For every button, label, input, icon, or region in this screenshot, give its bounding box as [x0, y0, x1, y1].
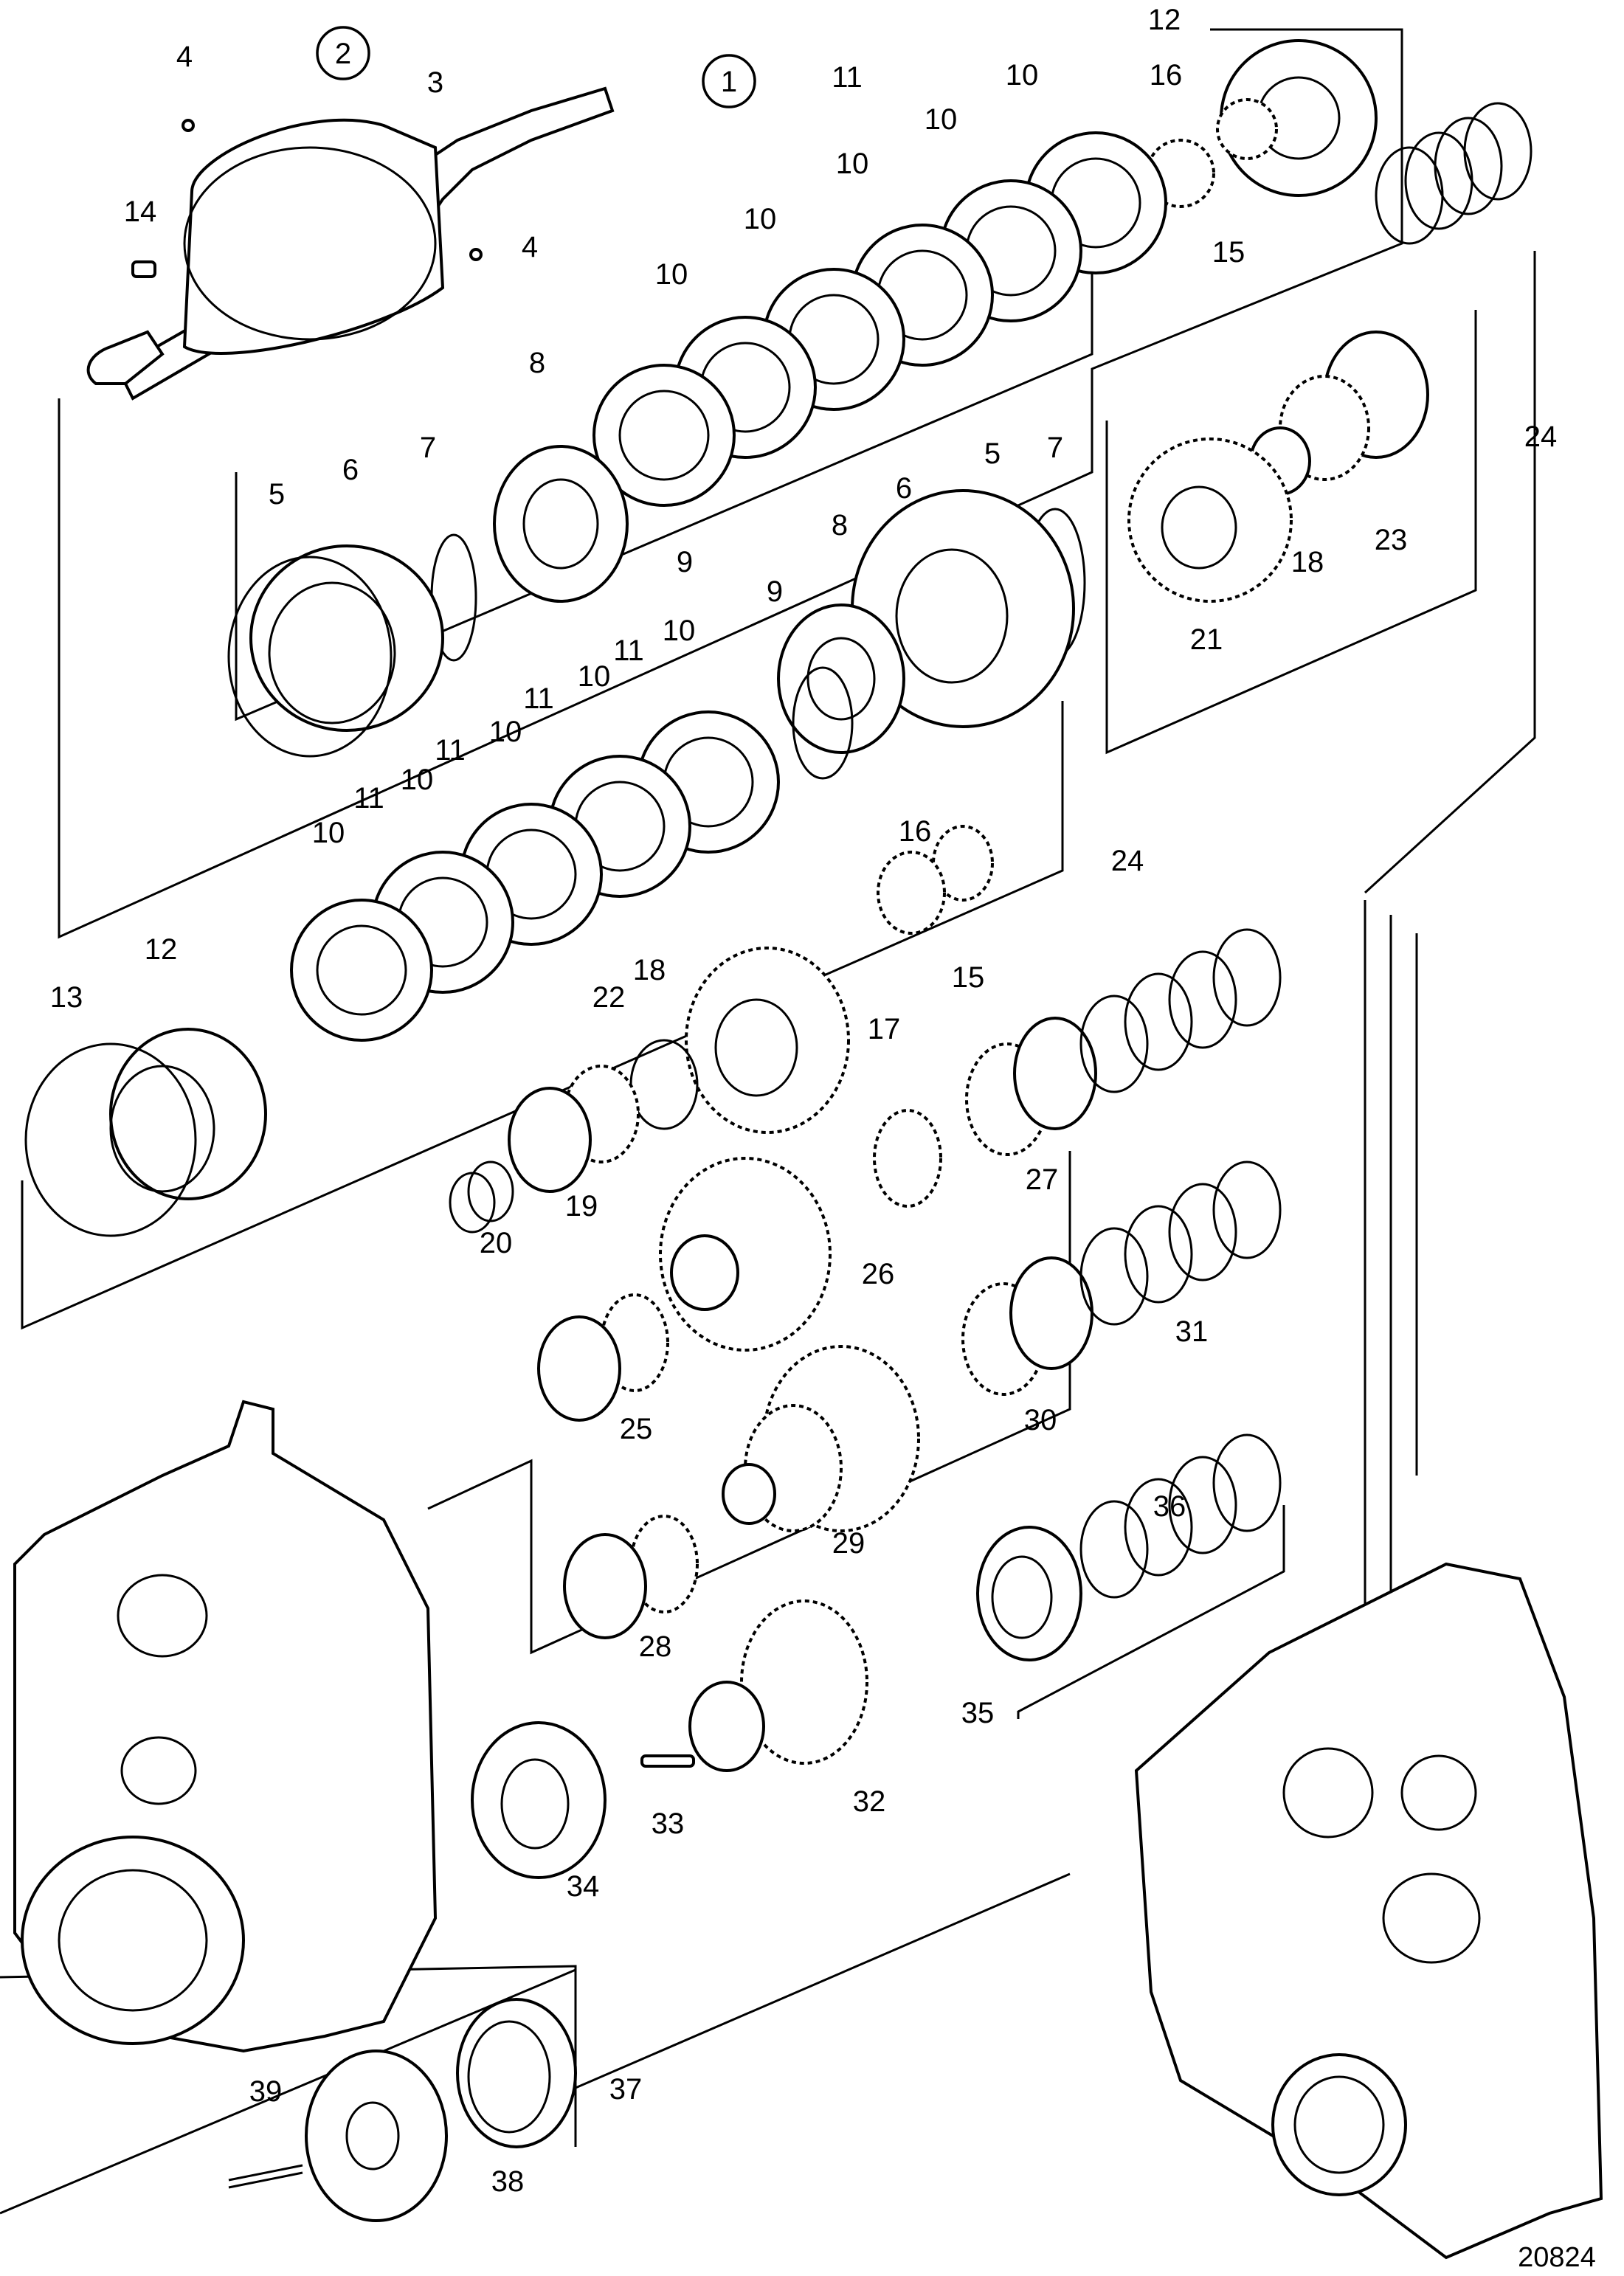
callout-c10b: 10	[744, 203, 777, 235]
callout-c11b: 11	[353, 782, 384, 814]
callout-c39: 39	[249, 2075, 283, 2108]
callout-c35: 35	[961, 1697, 995, 1729]
callout-c20: 20	[480, 1227, 513, 1259]
callout-c9a: 9	[677, 546, 693, 578]
assembly-marker-1-text: 1	[721, 66, 737, 98]
callout-c5b: 5	[984, 437, 1001, 470]
callout-c11c: 11	[435, 734, 466, 767]
callout-c13: 13	[50, 981, 83, 1014]
callout-c33: 33	[652, 1808, 685, 1840]
callout-c4a: 4	[176, 41, 193, 73]
callout-c10h: 10	[489, 716, 522, 748]
callout-c10f: 10	[312, 817, 345, 849]
right-gearbox-housing	[1134, 1562, 1603, 2260]
callout-c3: 3	[427, 66, 443, 99]
assembly-marker-1: 1	[702, 54, 756, 108]
callout-c34: 34	[567, 1870, 600, 1903]
callout-c10g: 10	[401, 764, 434, 796]
callout-c9b: 9	[767, 575, 783, 608]
clutch-pack-lower	[24, 489, 1086, 1237]
callout-c6a: 6	[342, 454, 359, 486]
callout-c10a: 10	[655, 258, 688, 291]
callout-c10c: 10	[836, 148, 869, 180]
callout-c15b: 15	[952, 961, 985, 994]
callout-c10d: 10	[925, 103, 958, 136]
clutch-pack-upper	[227, 39, 1378, 758]
callout-c22: 22	[592, 981, 626, 1014]
assembly-marker-2-text: 2	[335, 38, 351, 70]
callout-c18a: 18	[1291, 546, 1324, 578]
callout-c11d: 11	[523, 682, 554, 715]
callout-c36: 36	[1153, 1490, 1186, 1523]
document-number: 20824	[1518, 2242, 1596, 2273]
callout-c38: 38	[491, 2165, 525, 2198]
right-gear-group	[1127, 102, 1533, 603]
callout-c15a: 15	[1212, 236, 1245, 269]
callout-c8b: 8	[832, 509, 848, 542]
callout-c4b: 4	[522, 231, 538, 263]
callout-c7a: 7	[420, 432, 436, 464]
callout-c10j: 10	[663, 615, 696, 647]
callout-c28: 28	[639, 1630, 672, 1663]
callout-c32: 32	[853, 1785, 886, 1818]
callout-c19: 19	[565, 1190, 598, 1222]
callout-c7b: 7	[1047, 432, 1063, 464]
snap-ring-13	[24, 1042, 197, 1237]
callout-c8a: 8	[529, 347, 545, 379]
callout-c27: 27	[1026, 1163, 1059, 1196]
callout-c37: 37	[609, 2073, 643, 2106]
callout-c11a: 11	[832, 61, 863, 94]
key-part-14	[131, 260, 156, 278]
callout-c12b: 12	[145, 933, 178, 966]
center-gear-group	[449, 825, 1282, 1879]
callout-c10i: 10	[578, 660, 611, 693]
callout-c24b: 24	[1111, 845, 1144, 877]
callout-c30: 30	[1024, 1404, 1057, 1436]
callout-c21: 21	[1190, 623, 1223, 656]
callout-c5a: 5	[269, 478, 285, 511]
callout-c31: 31	[1175, 1315, 1209, 1348]
callout-c14: 14	[124, 196, 157, 228]
callout-c16a: 16	[1150, 59, 1183, 91]
callout-c29: 29	[832, 1527, 865, 1560]
bearing-cover-12-lower	[109, 1028, 267, 1200]
output-shaft-assembly	[86, 86, 615, 401]
callout-c24a: 24	[1524, 421, 1558, 453]
callout-c17: 17	[868, 1013, 901, 1045]
callout-c6b: 6	[896, 472, 912, 505]
callout-c16b: 16	[899, 815, 932, 848]
callout-c10e: 10	[1006, 59, 1039, 91]
callout-c25: 25	[620, 1413, 653, 1445]
assembly-marker-2: 2	[316, 26, 370, 80]
callout-c23: 23	[1375, 524, 1408, 556]
callout-c18b: 18	[633, 954, 666, 986]
callout-c26: 26	[862, 1258, 895, 1290]
assembly-boundary-lines	[0, 28, 1536, 2215]
left-gearbox-housing	[13, 1400, 438, 2053]
callout-c11e: 11	[613, 634, 644, 667]
callout-c12a: 12	[1148, 4, 1181, 36]
bottom-flange-group	[228, 1998, 577, 2222]
